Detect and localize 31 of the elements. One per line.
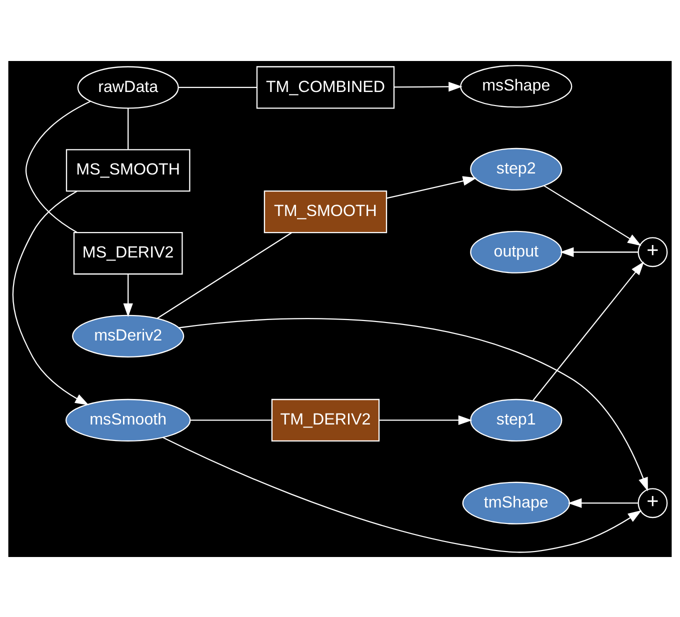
- node-box: MS_DERIV2: [73, 231, 183, 274]
- node-box: TM_DERIV2: [271, 398, 380, 441]
- connector: [178, 86, 257, 88]
- arrow: [560, 246, 638, 256]
- node-ellipse: msShape: [460, 64, 572, 108]
- arrow: [12, 190, 89, 405]
- node-ellipse: rawData: [77, 66, 179, 108]
- node-box: MS_SMOOTH: [66, 148, 190, 192]
- connector: [128, 108, 129, 149]
- node-box: TM_COMBINED: [256, 66, 395, 108]
- arrow: [162, 436, 642, 552]
- connector: [190, 419, 272, 420]
- arrow: [386, 176, 477, 198]
- node-circle: +: [638, 488, 668, 518]
- node-box: TM_SMOOTH: [264, 190, 388, 233]
- node-ellipse: output: [470, 230, 562, 273]
- node-ellipse: msSmooth: [65, 398, 191, 441]
- arrow: [544, 184, 642, 246]
- arrow: [532, 260, 644, 400]
- node-ellipse: tmShape: [462, 481, 570, 524]
- node-circle: +: [638, 236, 668, 267]
- arrow: [568, 498, 638, 508]
- node-ellipse: msDeriv2: [72, 314, 184, 357]
- arrow: [394, 81, 462, 92]
- node-ellipse: step1: [470, 398, 562, 441]
- node-ellipse: step2: [470, 147, 562, 190]
- arrow: [379, 414, 472, 425]
- connector: [156, 232, 292, 318]
- arrow: [123, 274, 133, 317]
- connector: [26, 100, 91, 232]
- arrow: [178, 318, 648, 491]
